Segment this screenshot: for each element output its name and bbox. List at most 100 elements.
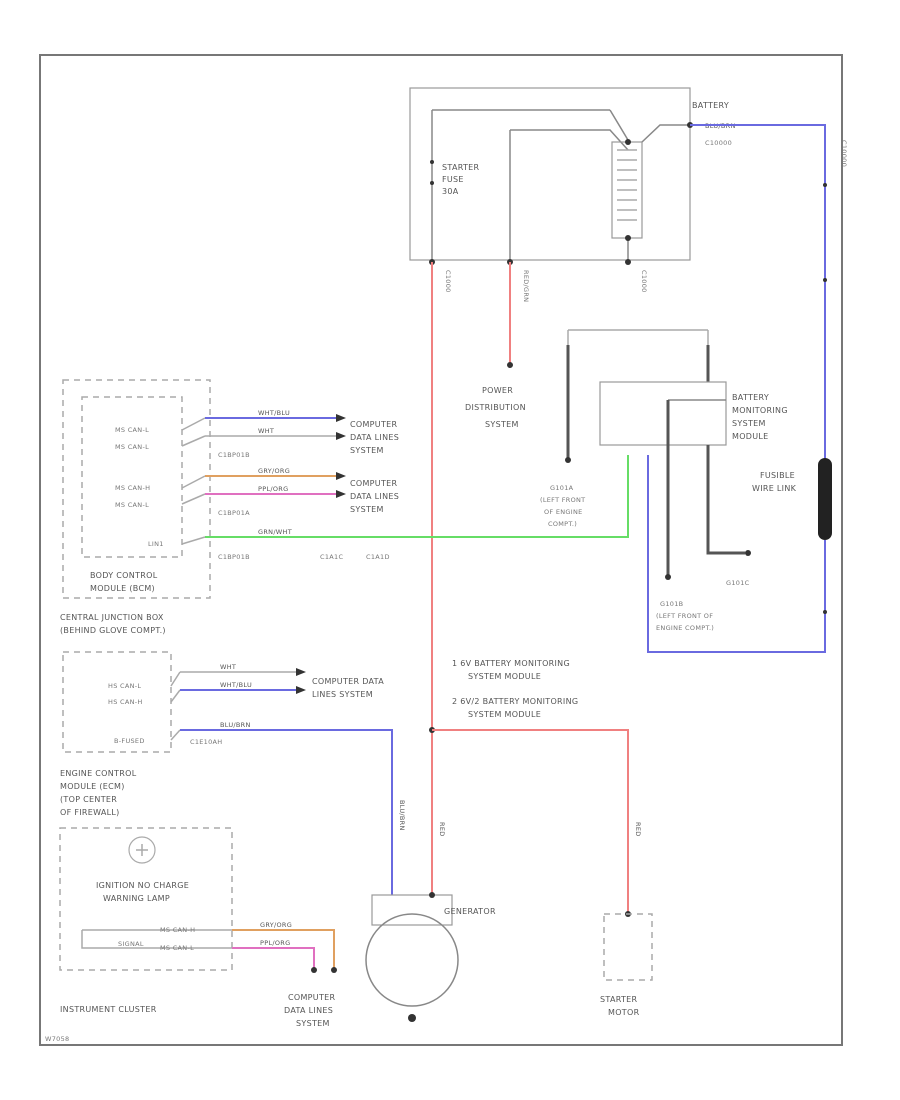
starter-fuse-label-2: FUSE (442, 175, 464, 184)
bms-label-3: SYSTEM (732, 419, 766, 428)
bcm-wire-label-3: GRY/ORG (258, 467, 290, 475)
battery-monitoring-module: BATTERY MONITORING SYSTEM MODULE (565, 329, 788, 580)
g101b-label-3: ENGINE COMPT.) (656, 624, 714, 632)
arrow-icon (336, 414, 346, 422)
fusible-link-label-2: WIRE LINK (752, 484, 797, 493)
starter-label-2: MOTOR (608, 1008, 640, 1017)
bcm-connector-3: C1BP01B (218, 553, 250, 561)
g101c-label: G101C (726, 579, 750, 587)
starter-motor-wire (432, 729, 629, 912)
ecm-data-label-2: LINES SYSTEM (312, 690, 373, 699)
starter-fuse-label-1: STARTER (442, 163, 480, 172)
ecm-wire-label-3: BLU/BRN (220, 721, 251, 729)
ecm-title-3: (TOP CENTER (60, 795, 117, 804)
g101b-label-1: G101B (660, 600, 683, 608)
ecm-title-1: ENGINE CONTROL (60, 769, 137, 778)
generator: GENERATOR (365, 892, 496, 1022)
g101a-label-1: G101A (550, 484, 574, 492)
arrow-icon (296, 686, 306, 694)
fusible-link-label-1: FUSIBLE (760, 471, 795, 480)
power-distribution-label-3: SYSTEM (485, 420, 519, 429)
ic-wire-gry-org (232, 929, 335, 968)
ic-wire-label-2: PPL/ORG (260, 939, 290, 947)
ic-title-2: WARNING LAMP (103, 894, 170, 903)
ic-wire-label-1: GRY/ORG (260, 921, 292, 929)
battery-junction-box: STARTER FUSE 30A BATTERY BLU/BRN C10000 (409, 87, 735, 265)
figure-id: W7058 (45, 1035, 69, 1043)
bcm-wire-label-1: WHT/BLU (258, 409, 290, 417)
bcm-wire-label-5: GRN/WHT (258, 528, 292, 536)
data-lines-2-label-1: COMPUTER (350, 479, 398, 488)
bms-label-2: MONITORING (732, 406, 788, 415)
note-2-line-1: 2 6V/2 BATTERY MONITORING (452, 697, 578, 706)
ic-data-label-2: DATA LINES (284, 1006, 333, 1015)
bms-label-4: MODULE (732, 432, 769, 441)
note-1-line-1: 1 6V BATTERY MONITORING (452, 659, 570, 668)
starter-wire-label: RED (634, 822, 642, 837)
ic-data-label-3: SYSTEM (296, 1019, 330, 1028)
g101a-label-2: (LEFT FRONT (540, 496, 585, 504)
data-lines-1-label-3: SYSTEM (350, 446, 384, 455)
ecm-connector: C1E10AH (190, 738, 223, 746)
bcm-pin-1: MS CAN-L (115, 426, 149, 434)
wire-label-red-grn: RED/GRN (522, 270, 530, 302)
arrow-icon (296, 668, 306, 676)
battery-cable-label: C10000 (840, 140, 848, 167)
g101a-label-3: OF ENGINE (544, 508, 583, 516)
ic-wire-ppl-org (232, 947, 315, 968)
cjb-label-2: (BEHIND GLOVE COMPT.) (60, 626, 166, 635)
battery-label: BATTERY (692, 101, 729, 110)
warning-lamp-icon (128, 836, 156, 864)
ic-data-label-1: COMPUTER (288, 993, 336, 1002)
bcm-wire-label-4: PPL/ORG (258, 485, 288, 493)
wire-label-c1000-b: C1000 (640, 270, 648, 293)
starter-label-1: STARTER (600, 995, 638, 1004)
bms-battery-sense-wire (647, 455, 826, 653)
bms-label-1: BATTERY (732, 393, 769, 402)
generator-label: GENERATOR (444, 907, 496, 916)
bcm-wire-label-2: WHT (258, 427, 274, 435)
generator-wire-label-2: RED (438, 822, 446, 837)
power-distribution-label-1: POWER (482, 386, 513, 395)
bcm-title-2: MODULE (BCM) (90, 584, 155, 593)
generator-wire-label-1: BLU/BRN (398, 800, 406, 831)
data-lines-1-label-1: COMPUTER (350, 420, 398, 429)
ecm-title-2: MODULE (ECM) (60, 782, 125, 791)
ecm-data-label-1: COMPUTER DATA (312, 677, 384, 686)
engine-control-module: HS CAN-L HS CAN-H B-FUSED ENGINE CONTROL… (60, 651, 181, 817)
body-control-module: MS CAN-L MS CAN-L MS CAN-H MS CAN-L LIN1… (60, 379, 211, 635)
ic-signal-label: SIGNAL (118, 940, 144, 948)
ic-pin-1: MS CAN-H (160, 926, 195, 934)
fusible-link-icon (818, 458, 832, 540)
green-connector-1: C1A1C (320, 553, 343, 561)
battery-feed-wire (690, 124, 826, 470)
bcm-pin-3: MS CAN-H (115, 484, 150, 492)
data-lines-2-label-3: SYSTEM (350, 505, 384, 514)
bcm-connector-2: C1BP01A (218, 509, 250, 517)
bcm-pin-5: LIN1 (148, 540, 164, 548)
wire-label-c1000-a: C1000 (444, 270, 452, 293)
ecm-pin-3: B-FUSED (114, 737, 145, 745)
arrow-icon (336, 472, 346, 480)
green-connector-2: C1A1D (366, 553, 390, 561)
ic-title-1: IGNITION NO CHARGE (96, 881, 189, 890)
ecm-b-fused-wire (180, 729, 393, 895)
cjb-label-1: CENTRAL JUNCTION BOX (60, 613, 164, 622)
ic-label: INSTRUMENT CLUSTER (60, 1005, 157, 1014)
note-1-line-2: SYSTEM MODULE (468, 672, 541, 681)
g101a-label-4: COMPT.) (548, 520, 577, 528)
generator-icon (365, 913, 459, 1007)
bcm-connector-1: C1BP01B (218, 451, 250, 459)
ecm-pin-2: HS CAN-H (108, 698, 143, 706)
bcm-pin-2: MS CAN-L (115, 443, 149, 451)
bcm-pin-4: MS CAN-L (115, 501, 149, 509)
g101b-label-2: (LEFT FRONT OF (656, 612, 713, 620)
battery-connector-label: C10000 (705, 139, 732, 147)
ecm-pin-1: HS CAN-L (108, 682, 141, 690)
ic-pin-2: MS CAN-L (160, 944, 194, 952)
ecm-wire-label-2: WHT/BLU (220, 681, 252, 689)
ecm-title-4: OF FIREWALL) (60, 808, 120, 817)
data-lines-2-label-2: DATA LINES (350, 492, 399, 501)
bcm-title-1: BODY CONTROL (90, 571, 158, 580)
